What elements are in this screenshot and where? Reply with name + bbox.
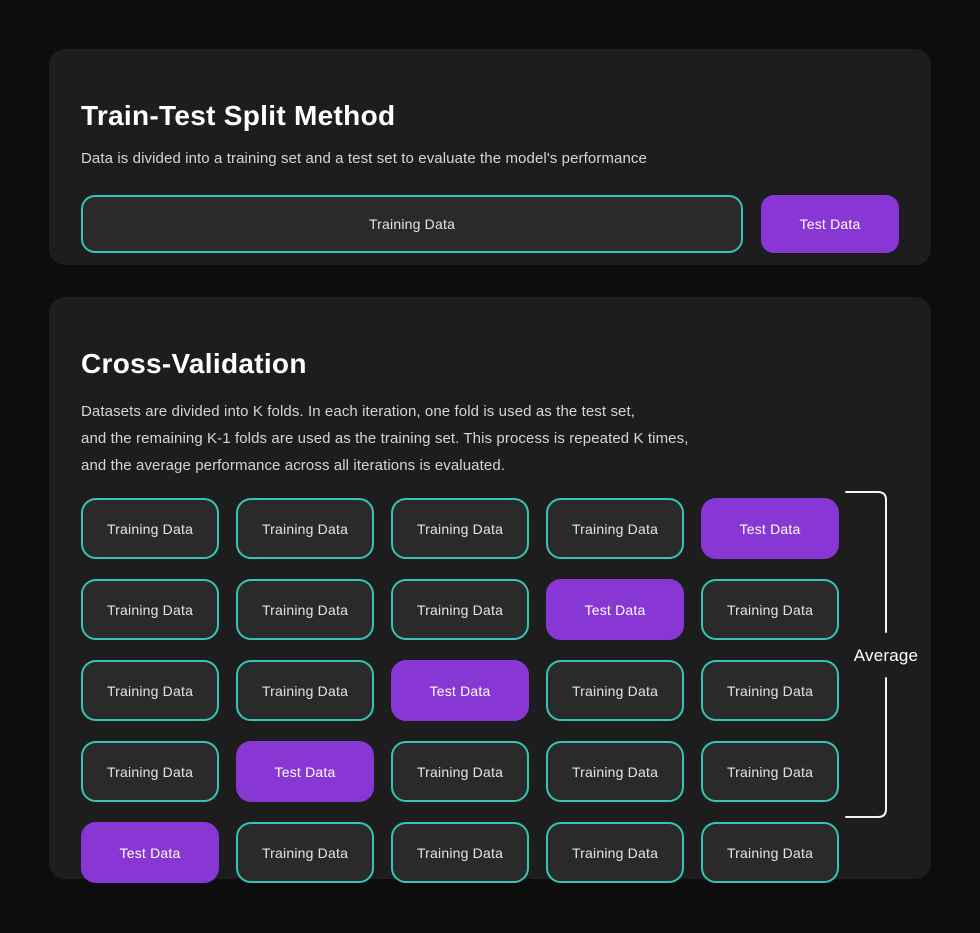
grid-cell: Training Data bbox=[546, 660, 684, 722]
train-test-split-panel: Train-Test Split Method Data is divided … bbox=[49, 49, 931, 265]
cv-description-line: Datasets are divided into K folds. In ea… bbox=[81, 403, 636, 421]
cv-description-line: and the remaining K-1 folds are used as … bbox=[81, 430, 689, 448]
split-boxes-row: Training Data Test Data bbox=[81, 195, 899, 254]
grid-cell: Training Data bbox=[391, 822, 529, 884]
grid-cell: Test Data bbox=[391, 660, 529, 722]
grid-cell: Test Data bbox=[236, 741, 374, 803]
grid-cell: Training Data bbox=[391, 498, 529, 560]
split-panel-description: Data is divided into a training set and … bbox=[81, 150, 647, 168]
grid-cell: Training Data bbox=[701, 741, 839, 803]
grid-cell: Training Data bbox=[701, 579, 839, 641]
split-panel-title: Train-Test Split Method bbox=[81, 99, 396, 131]
cv-panel-description: Datasets are divided into K folds. In ea… bbox=[81, 398, 899, 479]
grid-cell: Training Data bbox=[81, 741, 219, 803]
grid-cell: Test Data bbox=[81, 822, 219, 884]
grid-cell: Training Data bbox=[391, 579, 529, 641]
grid-cell: Training Data bbox=[236, 660, 374, 722]
cv-grid: Training Data Training Data Training Dat… bbox=[81, 498, 899, 884]
grid-cell: Test Data bbox=[546, 579, 684, 641]
grid-cell: Training Data bbox=[81, 579, 219, 641]
test-data-box: Test Data bbox=[761, 195, 899, 254]
grid-cell: Training Data bbox=[546, 822, 684, 884]
grid-cell: Training Data bbox=[391, 741, 529, 803]
grid-cell: Training Data bbox=[236, 822, 374, 884]
grid-cell: Training Data bbox=[236, 579, 374, 641]
grid-cell: Training Data bbox=[701, 822, 839, 884]
cv-panel-title: Cross-Validation bbox=[81, 347, 307, 379]
grid-cell: Training Data bbox=[546, 741, 684, 803]
grid-cell: Test Data bbox=[701, 498, 839, 560]
grid-cell: Training Data bbox=[81, 498, 219, 560]
grid-cell: Training Data bbox=[236, 498, 374, 560]
grid-cell: Training Data bbox=[546, 498, 684, 560]
grid-cell: Training Data bbox=[701, 660, 839, 722]
training-data-box: Training Data bbox=[81, 195, 743, 254]
cross-validation-panel: Cross-Validation Datasets are divided in… bbox=[49, 297, 931, 884]
cv-description-line: and the average performance across all i… bbox=[81, 457, 506, 475]
grid-cell: Training Data bbox=[81, 660, 219, 722]
